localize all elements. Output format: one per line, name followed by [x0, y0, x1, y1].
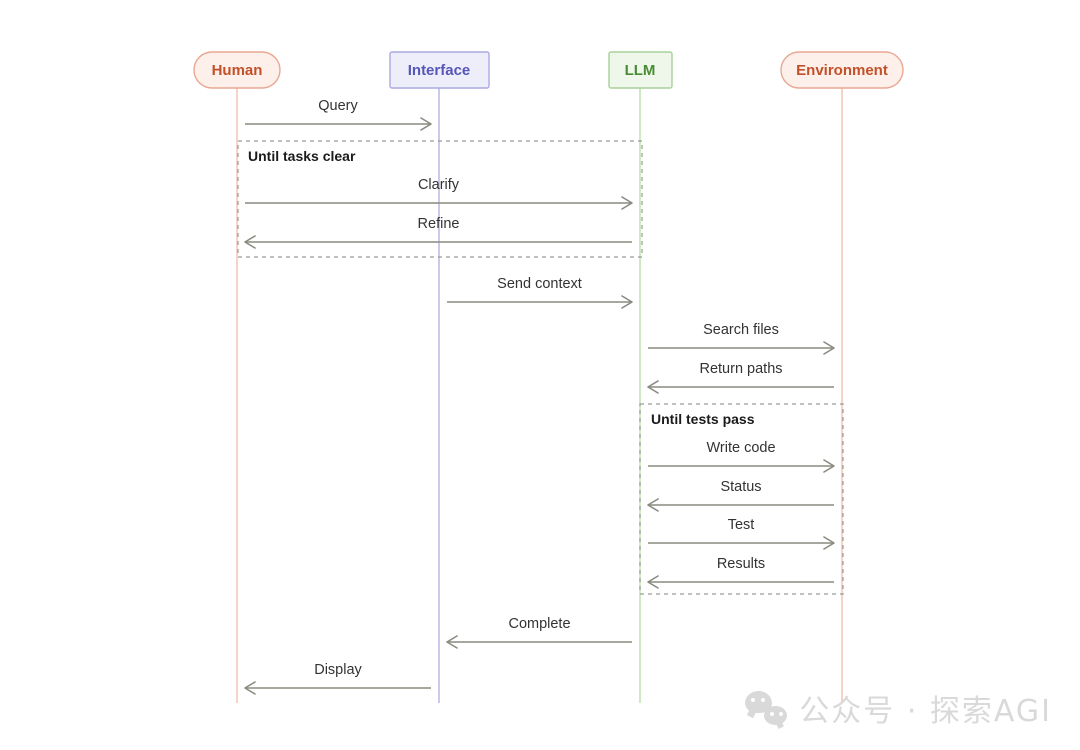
- participant-human[interactable]: Human: [193, 51, 281, 89]
- loop-tests-pass-frame: [639, 403, 844, 595]
- loop-tasks-clear-frame: [237, 140, 643, 258]
- arrow-head-left: [647, 575, 659, 589]
- message-label: Clarify: [418, 177, 460, 193]
- arrow-head-left: [647, 498, 659, 512]
- participant-label: Environment: [796, 62, 888, 79]
- message-label: Display: [314, 662, 362, 678]
- message-label: Write code: [706, 440, 775, 456]
- message-m9: Test: [648, 517, 835, 550]
- message-m6: Return paths: [647, 361, 834, 394]
- message-label: Query: [318, 98, 358, 114]
- participant-box: [780, 51, 904, 89]
- message-m1: Query: [245, 98, 432, 131]
- arrow-head-left: [647, 380, 659, 394]
- message-m2: Clarify: [245, 177, 633, 210]
- participant-interface[interactable]: Interface: [389, 51, 490, 89]
- arrow-head-right: [823, 459, 835, 473]
- arrow-head-right: [420, 117, 432, 131]
- message-label: Complete: [508, 616, 570, 632]
- message-label: Return paths: [699, 361, 782, 377]
- message-label: Status: [720, 479, 761, 495]
- loop-tests-pass-label: Until tests pass: [651, 411, 755, 427]
- participant-label: Human: [212, 62, 263, 79]
- message-label: Send context: [497, 276, 582, 292]
- message-m11: Complete: [446, 616, 632, 649]
- arrow-head-right: [823, 536, 835, 550]
- participant-llm[interactable]: LLM: [608, 51, 673, 89]
- participant-environment[interactable]: Environment: [780, 51, 904, 89]
- message-m7: Write code: [648, 440, 835, 473]
- message-m4: Send context: [447, 276, 633, 309]
- arrow-head-right: [621, 196, 633, 210]
- participant-box: [608, 51, 673, 89]
- participant-label: Interface: [408, 62, 471, 79]
- message-m5: Search files: [648, 322, 835, 355]
- message-m8: Status: [647, 479, 834, 512]
- message-label: Test: [728, 517, 755, 533]
- participants-group: Human Interface LLM Environment: [193, 51, 904, 89]
- lifelines-group: [236, 88, 843, 703]
- message-m12: Display: [244, 662, 431, 695]
- arrow-head-right: [823, 341, 835, 355]
- message-label: Results: [717, 556, 765, 572]
- message-label: Search files: [703, 322, 779, 338]
- participant-box: [389, 51, 490, 89]
- loop-tasks-clear-label: Until tasks clear: [248, 148, 356, 164]
- arrow-head-left: [244, 681, 256, 695]
- arrow-head-right: [621, 295, 633, 309]
- message-label: Refine: [418, 216, 460, 232]
- arrow-head-left: [446, 635, 458, 649]
- message-m3: Refine: [244, 216, 632, 249]
- arrow-head-left: [244, 235, 256, 249]
- participant-box: [193, 51, 281, 89]
- message-m10: Results: [647, 556, 834, 589]
- participant-label: LLM: [625, 62, 656, 79]
